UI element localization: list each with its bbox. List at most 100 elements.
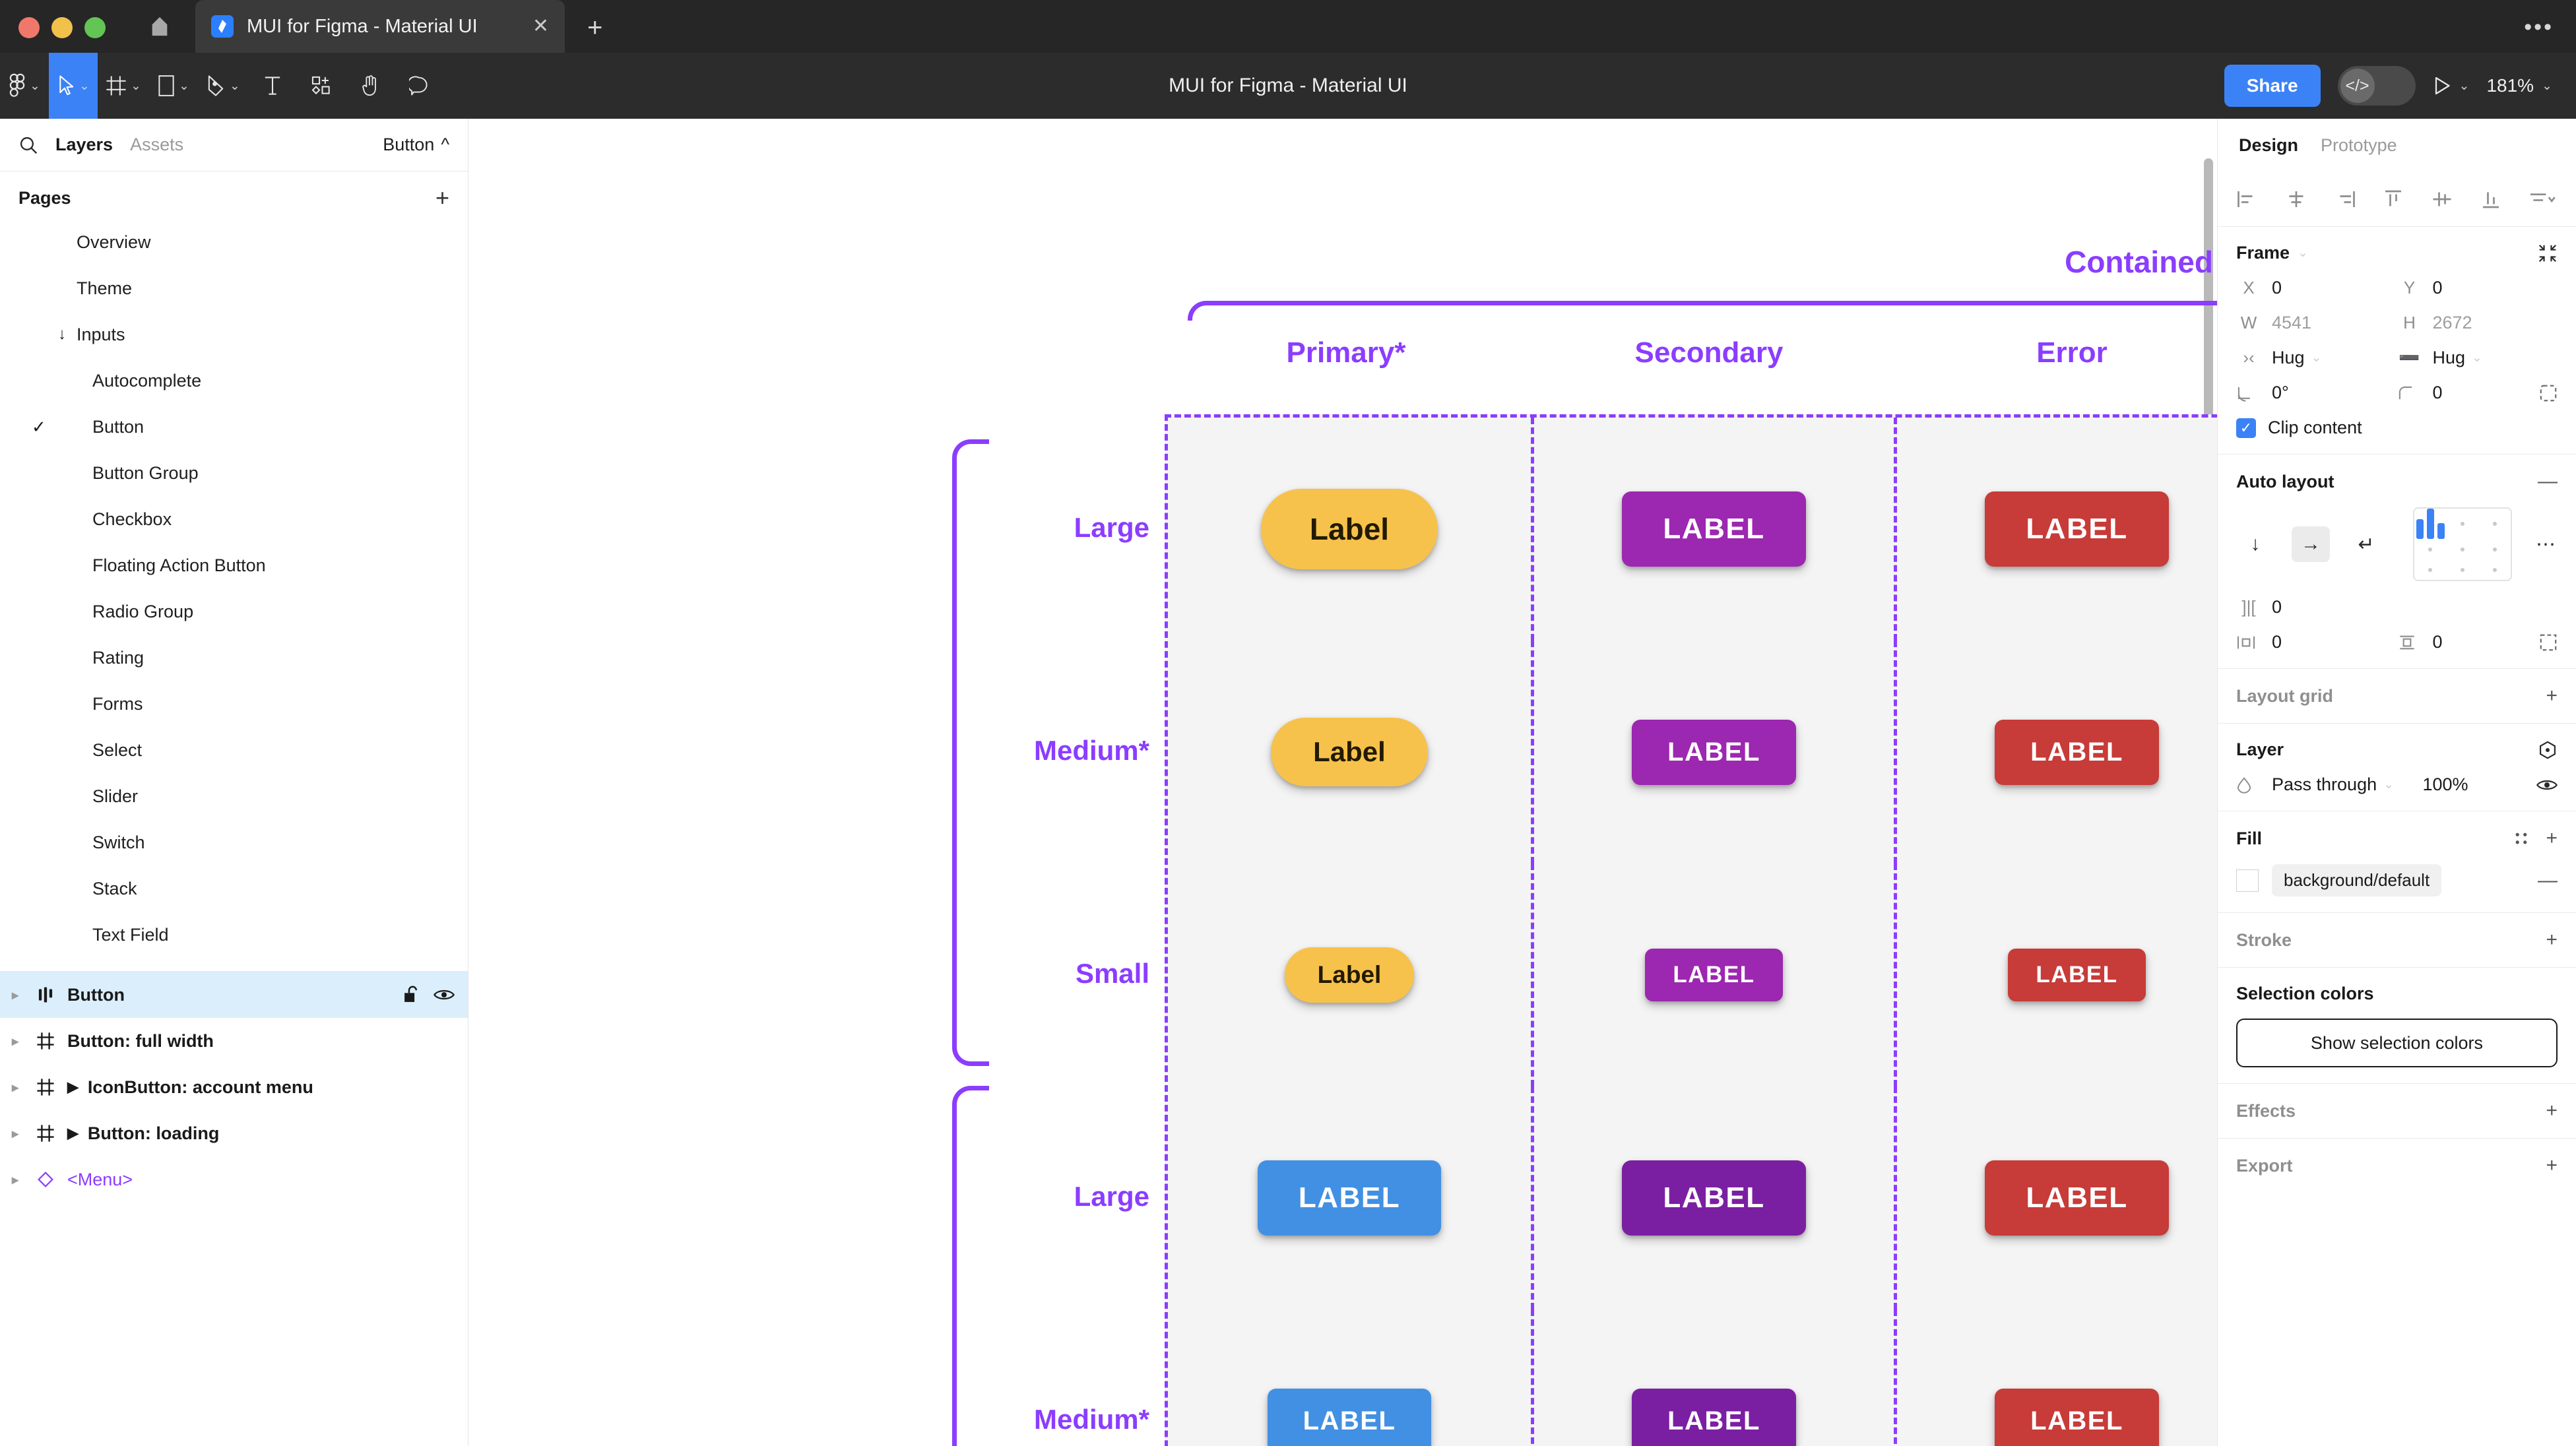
figma-main-menu-button[interactable]: ⌄ [0,53,49,119]
mui-button[interactable]: Label [1284,947,1415,1003]
page-item-switch[interactable]: Switch [0,819,468,865]
chevron-down-icon[interactable]: ⌄ [2298,246,2308,260]
corner-radius-field[interactable]: 0 [2397,383,2558,403]
visibility-eye-icon[interactable] [2536,777,2558,793]
layer-row[interactable]: ▸<Menu> [0,1156,468,1203]
direction-vertical-button[interactable]: ↓ [2250,533,2261,555]
page-item-stack[interactable]: Stack [0,865,468,912]
page-item-button-group[interactable]: Button Group [0,450,468,496]
opacity-field[interactable]: 100% [2422,774,2558,795]
mui-button[interactable]: LABEL [1257,1160,1442,1236]
tab-assets[interactable]: Assets [130,135,184,154]
remove-fill-button[interactable]: — [2538,869,2558,891]
page-selector[interactable]: Button ^ [383,135,449,155]
page-item-inputs[interactable]: ↓Inputs [0,311,468,358]
rotation-field[interactable]: 0° [2236,383,2397,403]
mui-button[interactable]: LABEL [1995,719,2159,785]
mui-button[interactable]: Label [1260,489,1438,569]
align-top-icon[interactable] [2382,189,2404,209]
page-item-floating-action-button[interactable]: Floating Action Button [0,542,468,588]
browser-menu-icon[interactable]: ••• [2524,15,2554,40]
page-item-forms[interactable]: Forms [0,681,468,727]
home-button[interactable] [124,0,195,53]
add-fill-button[interactable]: + [2546,827,2558,849]
page-item-theme[interactable]: Theme [0,265,468,311]
present-button[interactable]: ⌄ [2433,76,2469,96]
frame-x-field[interactable]: X 0 [2236,278,2397,298]
minimize-window-button[interactable] [51,17,73,38]
collapse-frame-icon[interactable] [2538,243,2558,263]
comment-tool[interactable] [395,53,443,119]
mui-button[interactable]: LABEL [1622,1160,1806,1236]
remove-auto-layout-button[interactable]: — [2538,470,2558,492]
frame-w-field[interactable]: W 4541 [2236,313,2397,333]
close-window-button[interactable] [18,17,40,38]
resize-width-dropdown[interactable]: ›‹ Hug⌄ [2236,348,2397,368]
mui-button[interactable]: LABEL [1995,1388,2159,1446]
direction-horizontal-button[interactable]: → [2292,526,2330,562]
mui-button[interactable]: LABEL [1985,1160,2169,1236]
independent-corners-icon[interactable] [2539,384,2558,402]
distribute-menu-icon[interactable] [2528,189,2558,209]
page-expand-icon[interactable]: ↓ [58,325,66,343]
pen-tool[interactable]: ⌄ [198,53,248,119]
clip-content-checkbox[interactable]: ✓ Clip content [2236,418,2558,438]
visibility-eye-icon[interactable] [434,987,455,1003]
layer-expand-icon[interactable]: ▸ [11,988,19,1003]
individual-padding-icon[interactable] [2539,633,2558,652]
layer-expand-icon[interactable]: ▸ [11,1126,19,1141]
padding-vertical-field[interactable]: 0 [2397,632,2558,652]
padding-horizontal-field[interactable]: 0 [2236,632,2397,652]
figma-canvas[interactable]: Contained Primary*SecondaryErrorWarning … [468,119,2217,1446]
layer-settings-icon[interactable] [2538,740,2558,760]
page-item-rating[interactable]: Rating [0,635,468,681]
shape-tool[interactable]: ⌄ [149,53,198,119]
page-item-slider[interactable]: Slider [0,773,468,819]
add-layout-grid-button[interactable]: + [2546,685,2558,707]
close-icon[interactable]: ✕ [532,15,549,37]
browser-tab[interactable]: MUI for Figma - Material UI ✕ [195,0,565,53]
gap-field[interactable]: ]|[ 0 [2236,597,2397,617]
layer-expand-icon[interactable]: ▸ [11,1034,19,1049]
blend-mode-dropdown[interactable]: Pass through⌄ [2236,774,2422,795]
zoom-control[interactable]: 181% ⌄ [2486,75,2552,96]
maximize-window-button[interactable] [84,17,106,38]
new-tab-button[interactable]: + [587,13,603,42]
mui-button[interactable]: LABEL [1267,1388,1432,1446]
frame-tool[interactable]: ⌄ [98,53,149,119]
hand-tool[interactable] [346,53,395,119]
add-export-button[interactable]: + [2546,1154,2558,1176]
layer-row[interactable]: ▸▶Button: loading [0,1110,468,1156]
search-icon[interactable] [18,135,38,155]
fill-color-swatch[interactable] [2236,869,2259,892]
mui-button[interactable]: LABEL [1645,949,1783,1001]
share-button[interactable]: Share [2224,65,2321,107]
layer-row[interactable]: ▸Button [0,972,468,1018]
page-item-autocomplete[interactable]: Autocomplete [0,358,468,404]
add-stroke-button[interactable]: + [2546,929,2558,951]
layer-row[interactable]: ▸▶IconButton: account menu [0,1064,468,1110]
text-tool[interactable] [248,53,297,119]
layer-row[interactable]: ▸Button: full width [0,1018,468,1064]
direction-wrap-button[interactable]: ↵ [2358,533,2375,555]
layer-expand-icon[interactable]: ▸ [11,1172,19,1187]
frame-y-field[interactable]: Y 0 [2397,278,2558,298]
move-tool[interactable]: ⌄ [49,53,98,119]
dev-mode-toggle[interactable]: </> [2337,66,2416,106]
tab-layers[interactable]: Layers [55,135,113,154]
align-bottom-icon[interactable] [2480,189,2502,209]
mui-button[interactable]: LABEL [1985,491,2169,567]
tab-design[interactable]: Design [2239,135,2299,155]
page-item-checkbox[interactable]: Checkbox [0,496,468,542]
align-vertical-center-icon[interactable] [2431,189,2453,209]
frame-h-field[interactable]: H 2672 [2397,313,2558,333]
fill-styles-icon[interactable] [2513,830,2530,847]
mui-button[interactable]: LABEL [1632,719,1796,785]
add-effect-button[interactable]: + [2546,1100,2558,1121]
page-item-select[interactable]: Select [0,727,468,773]
page-item-button[interactable]: ✓Button [0,404,468,450]
mui-button[interactable]: LABEL [2008,949,2146,1001]
actions-tool[interactable] [297,53,346,119]
add-page-button[interactable]: + [435,184,449,211]
show-selection-colors-button[interactable]: Show selection colors [2236,1019,2558,1067]
